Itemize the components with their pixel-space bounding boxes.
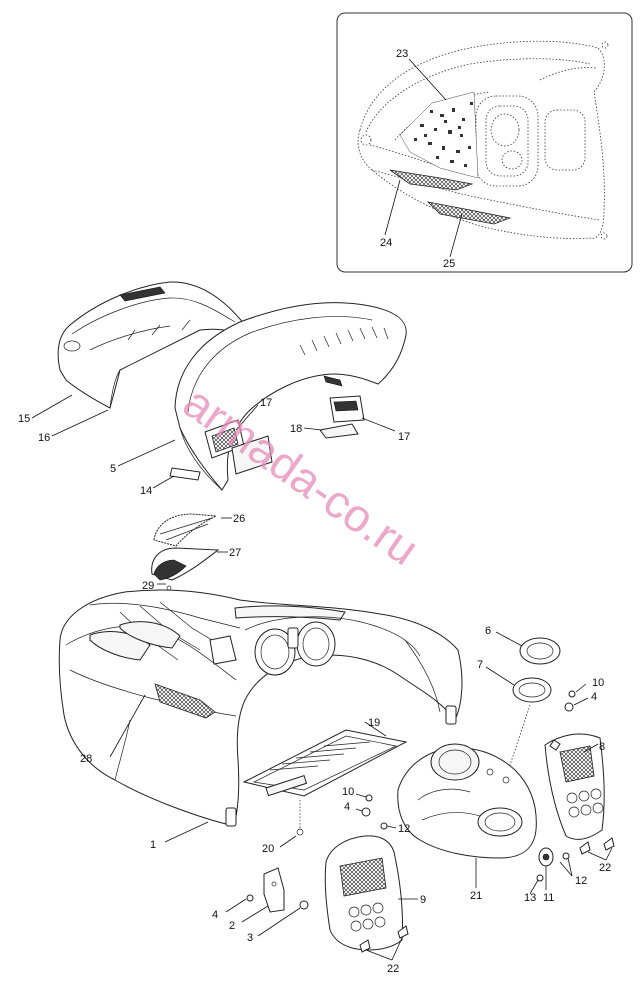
ring-6	[519, 637, 561, 665]
callout-15: 15	[18, 413, 30, 425]
rear-cover-15-16: 15 16	[18, 281, 249, 444]
side-panel-9: 9	[324, 835, 426, 951]
callout-17-lower: 17	[398, 431, 410, 443]
callout-24: 24	[380, 237, 392, 249]
inset-view: 23 24 25	[336, 12, 633, 273]
hardware-10-4-middle: 10 4	[342, 786, 373, 817]
callout-22-right: 22	[599, 862, 611, 874]
inset-mat-23-texture	[414, 102, 473, 167]
callout-12-middle: 12	[398, 823, 410, 835]
callout-2: 2	[229, 920, 235, 932]
hardware-12-middle: 12	[380, 822, 410, 835]
inset-frame	[336, 12, 633, 273]
inset-mat-24	[389, 169, 474, 191]
main-deck-1: 28 1	[58, 589, 463, 851]
vent-17-18: 17 17 18	[204, 395, 410, 475]
callout-9: 9	[420, 894, 426, 906]
callout-11: 11	[543, 892, 554, 904]
callout-18: 18	[290, 423, 302, 435]
clip-14: 14	[140, 467, 201, 497]
callout-23: 23	[396, 48, 408, 60]
callout-4-right: 4	[591, 691, 597, 703]
callout-27: 27	[229, 547, 241, 559]
callout-8: 8	[599, 741, 605, 753]
callout-7: 7	[477, 659, 483, 671]
callout-28: 28	[80, 753, 92, 765]
ring-6-7: 6 7	[477, 625, 561, 781]
callout-14: 14	[140, 485, 152, 497]
callout-3: 3	[247, 932, 253, 944]
side-panel-8: 8	[544, 733, 605, 840]
hardware-10-4-right: 10 4	[564, 677, 604, 712]
upper-shroud-5: 5	[110, 302, 407, 491]
callout-16: 16	[38, 432, 50, 444]
callout-17-upper: 17	[260, 397, 272, 409]
console-21: 21	[397, 743, 537, 902]
callout-22-bottom: 22	[387, 963, 399, 975]
callout-20: 20	[262, 843, 274, 855]
inset-mat-23	[399, 91, 479, 179]
callout-1: 1	[150, 839, 156, 851]
bracket-2-3-4: 4 2 3	[212, 867, 309, 944]
callout-21: 21	[470, 890, 482, 902]
ring-7	[512, 677, 552, 703]
callout-13: 13	[524, 892, 536, 904]
hardware-11-12-13: 12 11 13	[524, 847, 587, 904]
plugs-22-right: 22	[579, 837, 615, 874]
inset-mat-25	[426, 201, 512, 225]
callout-4-middle: 4	[344, 801, 350, 813]
tray-19-20: 19 20	[242, 717, 408, 855]
callout-26: 26	[233, 513, 245, 525]
plugs-22-bottom: 22	[359, 925, 409, 975]
callout-5: 5	[110, 463, 116, 475]
callout-25: 25	[443, 258, 455, 270]
callout-29: 29	[142, 580, 154, 592]
callout-19: 19	[368, 717, 380, 729]
callout-10-middle: 10	[342, 786, 354, 798]
windshield-26-27-29: 26 27 29	[142, 513, 245, 640]
callout-12-right: 12	[575, 875, 587, 887]
callout-4-left: 4	[212, 909, 218, 921]
callout-10-right: 10	[592, 677, 604, 689]
callout-6: 6	[485, 625, 491, 637]
